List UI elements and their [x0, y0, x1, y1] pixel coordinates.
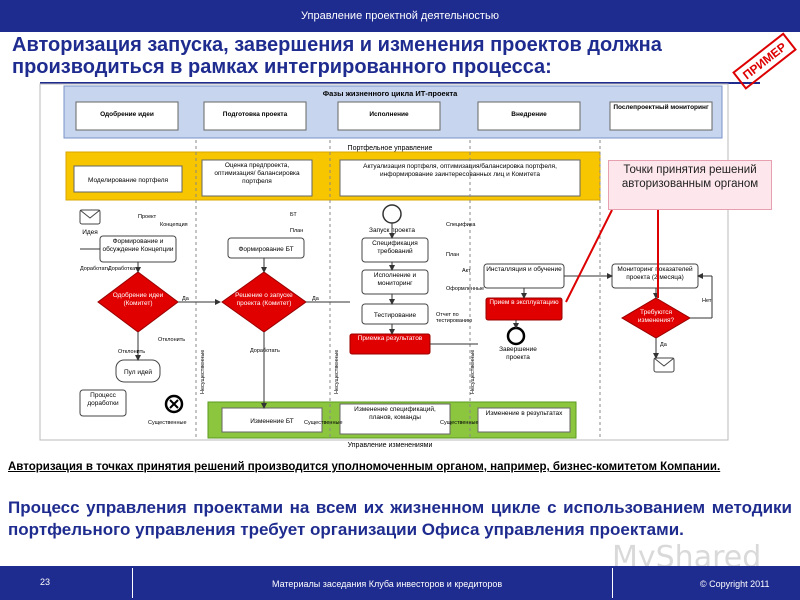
node-monitor: Мониторинг показателей проекта (2 месяца… [617, 266, 693, 281]
body-text: Процесс управления проектами на всем их … [8, 498, 792, 539]
label-proekt: Проект [138, 214, 157, 220]
footer-bar: 23 Материалы заседания Клуба инвесторов … [0, 566, 800, 600]
header-bar: Управление проектной деятельностью [0, 0, 800, 32]
node-decision: Решение о запуске проекта (Комитет) [235, 292, 293, 307]
phase-box-1 [75, 101, 179, 131]
portfolio-box-1-label: Моделирование портфеля [88, 177, 169, 184]
node-form-bt: Формирование БТ [238, 246, 293, 253]
node-approve: Одобрение идеи (Комитет) [112, 292, 164, 307]
node-need-change: Требуются изменения? [637, 309, 675, 324]
page-number: 23 [40, 577, 51, 587]
label-spec-doc: Специфика [446, 222, 476, 228]
label-da-1: Да [182, 296, 190, 302]
footer-copyright: © Copyright 2011 [700, 579, 770, 589]
portfolio-box-2-label: Оценка предпроекта, оптимизация/ баланси… [214, 162, 300, 185]
label-plan-doc: План [446, 252, 459, 258]
label-net: Нет [702, 298, 712, 304]
phase-box-2 [203, 101, 307, 131]
label-dorabotka: Доработка [108, 266, 136, 272]
change-box-1 [221, 407, 323, 433]
title-underline [40, 82, 760, 84]
phase-box-5 [609, 101, 713, 131]
label-otchet: Отчет по тестированию [436, 312, 473, 324]
footer-divider-1 [132, 568, 133, 598]
label-plan: План [290, 228, 303, 234]
node-spec: Спецификация требований [372, 240, 418, 255]
node-pool: Пул идей [124, 368, 152, 376]
node-accept: Приемка результатов [357, 335, 423, 342]
node-install: Инсталляция и обучение [486, 266, 562, 273]
label-da-3: Да [660, 342, 668, 348]
change-title: Управление изменениями [348, 442, 433, 449]
node-testing-box [361, 303, 429, 325]
portfolio-box-2 [201, 159, 313, 197]
label-da-2: Да [312, 296, 320, 302]
change-box-2 [339, 403, 451, 435]
phase-label-5: Послепроектный мониторинг [613, 104, 709, 111]
node-rework: Процесс доработки [87, 392, 119, 407]
label-akt: Акт [462, 268, 471, 274]
phases-title: Фазы жизненного цикла ИТ-проекта [323, 89, 458, 98]
change-box-3-label: Изменение в результатах [485, 410, 563, 417]
change-box-2-label: Изменение спецификаций, планов, команды [354, 406, 436, 421]
footer-divider-2 [612, 568, 613, 598]
label-nesushch-2: Несущественные [334, 350, 340, 394]
phase-label-1: Одобрение идеи [100, 111, 154, 118]
node-idea: Идея [82, 229, 98, 236]
label-otklonit-2: Отклонить [118, 349, 145, 355]
header-title: Управление проектной деятельностью [301, 10, 499, 22]
label-sushch-2: Существенные [304, 420, 343, 426]
label-oform: Оформленные [446, 286, 484, 292]
node-testing: Тестирование [374, 312, 417, 319]
portfolio-title: Портфельное управление [348, 145, 433, 152]
authorization-note: Авторизация в точках принятия решений пр… [8, 461, 721, 473]
callout-arrow-1 [565, 209, 613, 303]
portfolio-box-3-label: Актуализация портфеля, оптимизация/балан… [363, 163, 557, 178]
phase-label-2: Подготовка проекта [222, 111, 288, 118]
node-exec: Исполнение и мониторинг [373, 272, 417, 287]
node-forming: Формирование и обсуждение Концепции [102, 238, 174, 253]
label-bt: БТ [290, 212, 297, 218]
label-nesushch-3: Несущественные [470, 350, 476, 394]
label-sushch-3: Существенные [440, 420, 479, 426]
node-rework-box [79, 389, 127, 417]
phase-box-4 [477, 101, 581, 131]
node-operate: Прием в эксплуатацию [489, 299, 559, 306]
node-spec-box [361, 237, 429, 263]
label-sushch-1: Существенные [148, 420, 187, 426]
node-form-bt-box [227, 237, 305, 259]
diagram-frame [39, 83, 729, 441]
label-dorabotat-2: Доработать [250, 348, 280, 354]
phase-label-3: Исполнение [369, 111, 409, 118]
node-exec-box [361, 269, 429, 295]
portfolio-box-3 [339, 159, 581, 197]
node-launch-circle [382, 204, 402, 224]
label-nesushch-1: Несущественные [200, 350, 206, 394]
slide-title: Авторизация запуска, завершения и измене… [12, 34, 662, 78]
callout-box: Точки принятия решений авторизованным ор… [608, 160, 772, 210]
portfolio-box-1 [73, 165, 183, 193]
phase-box-3 [337, 101, 441, 131]
footer-center-text: Материалы заседания Клуба инвесторов и к… [272, 579, 503, 589]
change-box-3 [477, 407, 571, 433]
node-finish-circle [506, 326, 526, 346]
label-dorabotat: Доработать [80, 266, 110, 272]
phase-label-4: Внедрение [511, 111, 547, 118]
label-konc: Концепция [160, 222, 188, 228]
node-finish: Завершение проекта [499, 346, 537, 361]
change-box-1-label: Изменение БТ [250, 418, 294, 425]
label-otklonit-1: Отклонить [158, 337, 185, 343]
